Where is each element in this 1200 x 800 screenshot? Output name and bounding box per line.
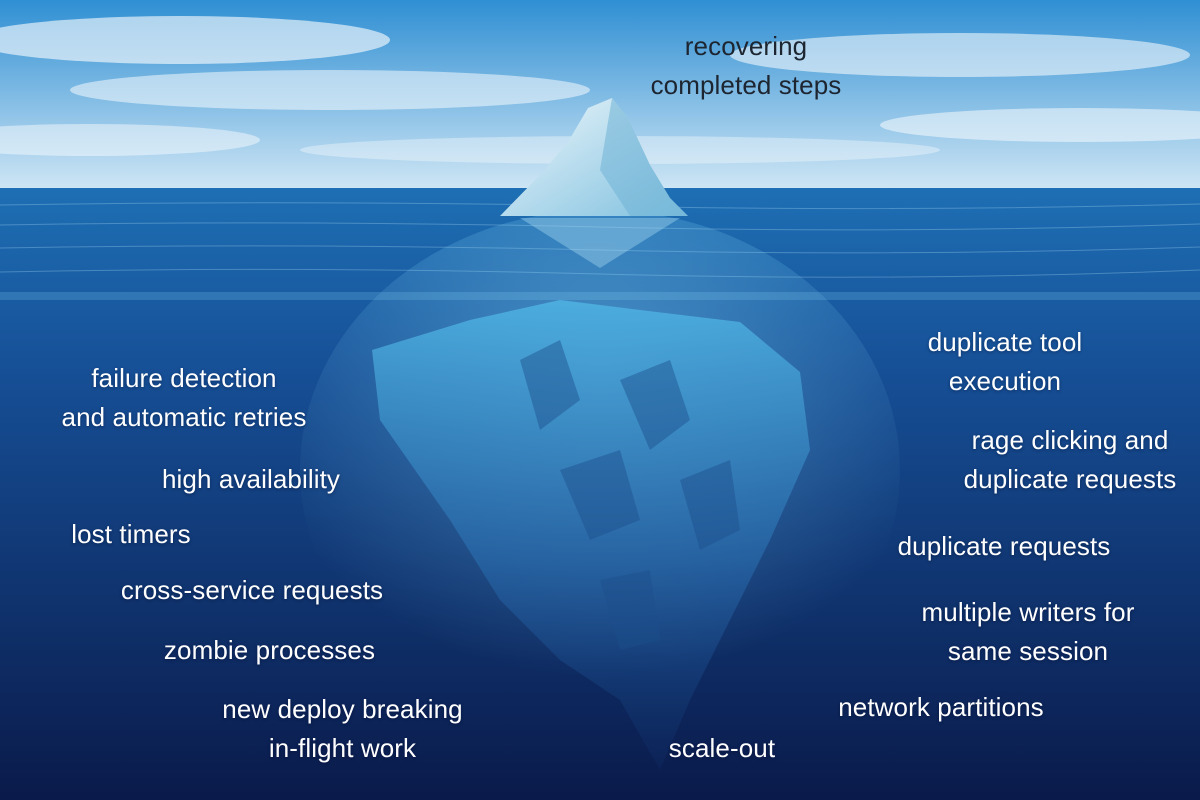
label-failure-detection: failure detection and automatic retries [61,363,307,432]
ice-facets [520,340,740,650]
label-new-deploy-breaking: new deploy breaking in-flight work [222,694,463,763]
label-multiple-writers: multiple writers for same session [921,597,1135,666]
label-network-partitions: network partitions [838,692,1044,722]
label-scale-out: scale-out [668,733,776,763]
label-zombie-processes: zombie processes [163,635,376,665]
label-cross-service-requests: cross-service requests [120,575,384,605]
iceberg-tip-shadow [600,98,688,216]
label-recovering-completed-steps: recovering completed steps [650,31,842,100]
label-duplicate-requests: duplicate requests [897,531,1111,561]
tip-reflection [520,218,680,268]
label-rage-clicking: rage clicking and duplicate requests [963,425,1177,494]
iceberg-underwater [372,300,810,770]
label-duplicate-tool-execution: duplicate tool execution [927,327,1083,396]
label-lost-timers: lost timers [71,519,191,549]
clouds [0,16,1200,164]
label-high-availability: high availability [161,464,341,494]
